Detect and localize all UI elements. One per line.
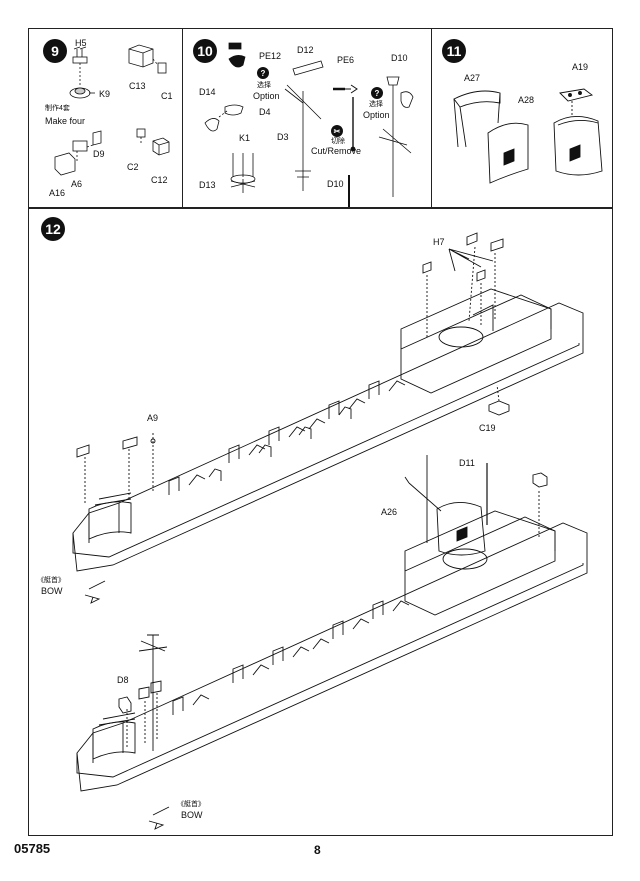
step-9-panel: 9 bbox=[28, 28, 185, 208]
label-h5: H5 bbox=[75, 38, 87, 48]
option-cn-1: 选择 bbox=[257, 82, 271, 89]
label-a28: A28 bbox=[518, 95, 535, 105]
label-pe6: PE6 bbox=[337, 55, 355, 65]
option-en-1: Option bbox=[253, 91, 280, 101]
step-10-drawing bbox=[204, 42, 414, 207]
step-11-badge: 11 bbox=[442, 39, 466, 63]
label-d11: D11 bbox=[459, 458, 475, 468]
bow-en-2: BOW bbox=[181, 810, 203, 820]
label-pe12: PE12 bbox=[259, 51, 282, 61]
label-a9: A9 bbox=[147, 413, 159, 423]
label-d9: D9 bbox=[93, 149, 105, 159]
cut-remove-en: Cut/Remove bbox=[311, 146, 362, 156]
label-d14: D14 bbox=[199, 87, 216, 97]
label-a19: A19 bbox=[572, 62, 589, 72]
label-a6: A6 bbox=[71, 179, 83, 189]
label-a27: A27 bbox=[464, 73, 481, 83]
step-11-panel: 11 A27 A19 A28 bbox=[431, 28, 613, 208]
option-en-2: Option bbox=[363, 110, 390, 120]
make-four-cn: 制作4套 bbox=[45, 105, 70, 112]
label-d10-bottom: D10 bbox=[327, 179, 344, 189]
make-four-en: Make four bbox=[45, 116, 86, 126]
label-c12: C12 bbox=[151, 175, 168, 185]
label-c19: C19 bbox=[479, 423, 496, 433]
label-d4: D4 bbox=[259, 107, 271, 117]
step-10-panel: 10 bbox=[182, 28, 434, 208]
label-d13: D13 bbox=[199, 180, 216, 190]
step-12-badge: 12 bbox=[41, 217, 65, 241]
label-c2: C2 bbox=[127, 162, 139, 172]
bow-cn-2: 《艇首》 bbox=[177, 801, 205, 808]
step-12-drawing bbox=[72, 232, 588, 830]
option-icon-1: ? bbox=[257, 67, 269, 79]
label-d3: D3 bbox=[277, 132, 289, 142]
bow-cn-1: 《艇首》 bbox=[37, 577, 65, 584]
product-code: 05785 bbox=[14, 841, 51, 856]
option-icon-2: ? bbox=[371, 87, 383, 99]
page-number: 8 bbox=[314, 843, 321, 857]
step-12-panel: 12 bbox=[28, 208, 613, 836]
cut-remove-cn: 切除 bbox=[331, 138, 345, 145]
label-d10-top: D10 bbox=[391, 53, 408, 63]
label-a26: A26 bbox=[381, 507, 398, 517]
step-9-badge: 9 bbox=[43, 39, 67, 63]
label-a16: A16 bbox=[49, 188, 66, 198]
label-d12: D12 bbox=[297, 45, 314, 55]
label-c13: C13 bbox=[129, 81, 146, 91]
option-cn-2: 选择 bbox=[369, 101, 383, 108]
label-h7: H7 bbox=[433, 237, 445, 247]
label-k9: K9 bbox=[99, 89, 111, 99]
label-c1: C1 bbox=[161, 91, 173, 101]
bow-en-1: BOW bbox=[41, 586, 63, 596]
step-11-drawing bbox=[453, 88, 603, 184]
label-d8: D8 bbox=[117, 675, 129, 685]
label-k1: K1 bbox=[239, 133, 251, 143]
step-9-drawing bbox=[54, 44, 170, 176]
cut-remove-icon: ✂ bbox=[331, 125, 343, 137]
step-10-badge: 10 bbox=[193, 39, 217, 63]
